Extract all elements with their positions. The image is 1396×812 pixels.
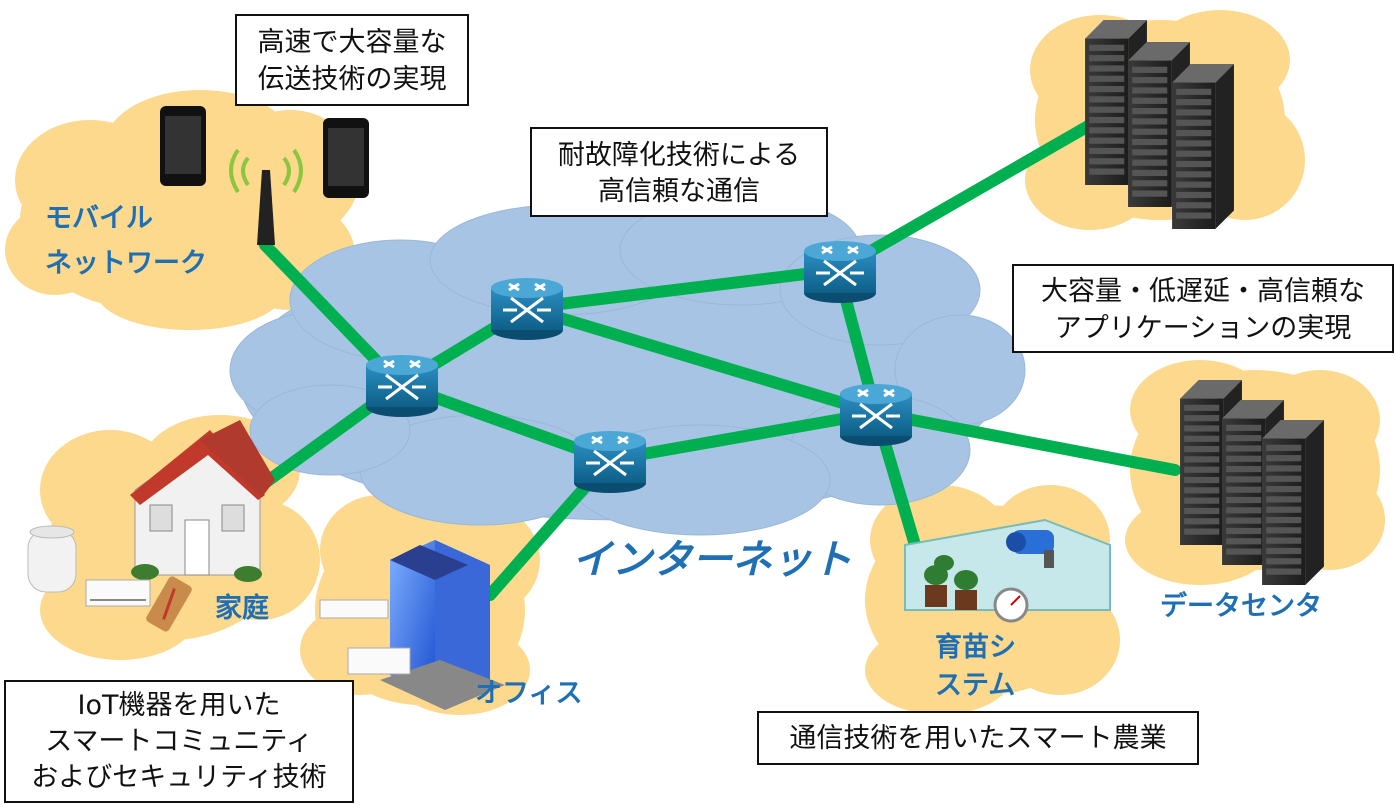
mobile-label-line1: モバイル: [45, 203, 153, 234]
callout-agriculture-line1: 通信技術を用いたスマート農業: [789, 723, 1166, 754]
smartphone-icon: [160, 106, 206, 186]
callout-transmission-line1: 高速で大容量な: [258, 27, 447, 58]
nursery-label-line2: ステム: [935, 670, 1015, 701]
air-conditioner-icon: [85, 579, 151, 607]
router-icon: [489, 276, 565, 340]
router-icon: [572, 429, 648, 493]
callout-transmission: 高速で大容量な 伝送技術の実現: [235, 14, 469, 106]
air-conditioner-icon: [319, 599, 389, 619]
callout-transmission-line2: 伝送技術の実現: [258, 64, 447, 95]
callout-iot-line2: スマートコミュニティ: [45, 726, 313, 757]
mobile-label-line2: ネットワーク: [45, 248, 207, 279]
callout-applications: 大容量・低遅延・高信頼な アプリケーションの実現: [1012, 264, 1394, 353]
home-label: 家庭: [215, 592, 269, 624]
smartphone-icon: [323, 118, 369, 198]
callout-fault-tolerance-line2: 高信頼な通信: [598, 176, 760, 207]
callout-iot-line3: およびセキュリティ技術: [31, 762, 326, 793]
callout-fault-tolerance-line1: 耐故障化技術による: [558, 140, 800, 171]
callout-iot: IoT機器を用いた スマートコミュニティ およびセキュリティ技術: [4, 680, 354, 803]
datacenter-label: データセンタ: [1160, 590, 1322, 622]
house-icon: [130, 420, 275, 582]
router-icon: [802, 239, 878, 303]
callout-applications-line1: 大容量・低遅延・高信頼な: [1041, 276, 1365, 307]
camera-icon: [1006, 530, 1054, 568]
thermometer-icon: [146, 576, 192, 632]
office-label: オフィス: [475, 678, 582, 709]
smart-speaker-icon: [27, 525, 77, 593]
callout-fault-tolerance: 耐故障化技術による 高信頼な通信: [530, 127, 828, 217]
callout-agriculture: 通信技術を用いたスマート農業: [757, 711, 1199, 765]
callout-iot-line1: IoT機器を用いた: [78, 690, 281, 721]
air-conditioner-icon: [347, 647, 411, 675]
gauge-icon: [993, 587, 1029, 623]
nursery-label-line1: 育苗シ: [935, 631, 1016, 663]
router-icon: [838, 382, 914, 446]
callout-applications-line2: アプリケーションの実現: [1055, 313, 1351, 344]
antenna-icon: [229, 148, 303, 245]
router-icon: [364, 353, 440, 417]
internet-label: インターネット: [572, 537, 852, 583]
greenhouse-icon: [904, 518, 1111, 611]
office-building-icon: [380, 540, 505, 710]
